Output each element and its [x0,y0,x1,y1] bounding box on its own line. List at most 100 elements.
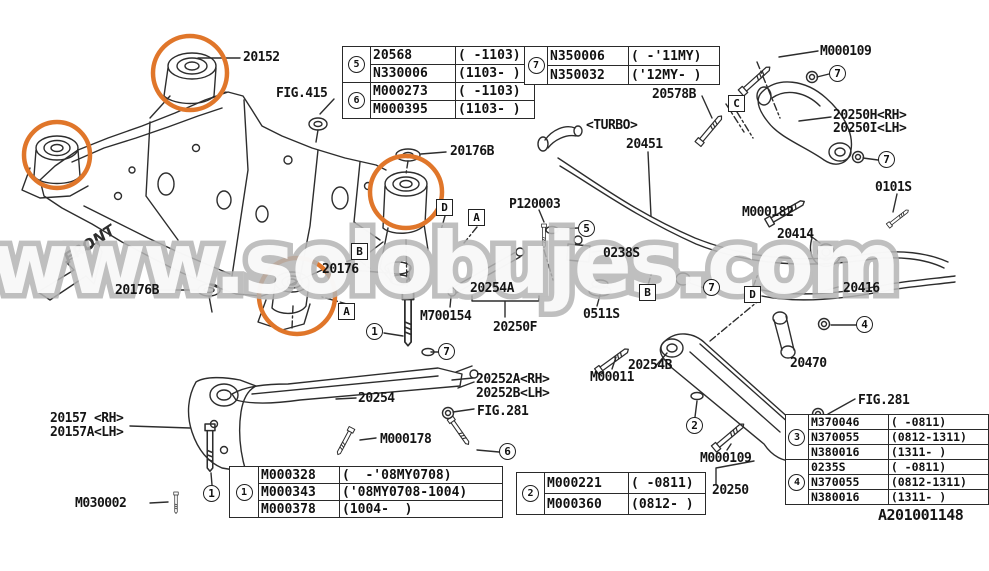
date-range-cell: ('12MY- ) [628,65,720,85]
label-0101S: 0101S [875,180,912,195]
callout-badge-7: 7 [829,65,846,82]
table-row: 6 M000273( -1103) [342,82,535,119]
highlight-circle [367,153,445,231]
label-20176B-left: 20176B [115,283,159,298]
label-M000182: M000182 [742,205,794,220]
part-number-cell: N370055 [807,474,889,490]
leader-lines [129,50,898,504]
callout-badge-7: 7 [703,279,720,296]
label-turbo: <TURBO> [586,118,638,133]
label-20470: 20470 [790,356,827,371]
mount-point-badge-B: B [639,284,656,301]
date-range-cell: ( -0811) [628,472,706,494]
badge-cell: 2 [516,472,545,515]
label-20250F: 20250F [493,320,537,335]
label-20254A: 20254A [470,281,514,296]
table-row: N350032('12MY- ) [525,65,720,85]
table-row: N380016(1311- ) [786,489,989,505]
part-number-cell: M000378 [258,500,340,518]
table-badge-4: 4 [788,473,806,491]
date-range-cell: (1311- ) [887,489,989,505]
part-number-cell: N330006 [370,64,456,83]
table-badge-6: 6 [348,92,365,109]
date-range-cell: (1004- ) [339,500,503,518]
label-M000109-lower: M000109 [700,451,752,466]
part-number-cell: N380016 [807,444,889,460]
label-fig-281-left: FIG.281 [477,404,529,419]
trailing-arm [209,247,612,420]
callout-badge-4: 4 [856,316,873,333]
mount-point-badge-C: C [728,95,745,112]
callout-badge-5: 5 [578,220,595,237]
date-range-cell: ( -1103) [455,82,535,101]
badge-cell: 7 [524,46,548,85]
date-range-cell: (0812-1311) [887,474,989,490]
table-row: N370055(0812-1311) [786,474,989,490]
label-0238S: 0238S [603,246,640,261]
label-M700154: M700154 [420,309,472,324]
mount-point-badge-A: A [338,303,355,320]
date-range-cell: ( -'11MY) [628,46,720,66]
label-20578B: 20578B [652,87,696,102]
label-20451: 20451 [626,137,663,152]
label-20416: 20416 [843,281,880,296]
badge-cell: 4 [785,459,809,505]
table-row: M000395(1103- ) [343,100,535,119]
label-fig-281-right: FIG.281 [858,393,910,408]
front-direction-arrow: FRONT [37,220,120,301]
date-range-cell: ( -1103) [455,46,535,65]
table-row: M000378(1004- ) [230,500,503,518]
callout-badge-1: 1 [366,323,383,340]
front-label: FRONT [60,220,119,267]
label-M000109-upper: M000109 [820,44,872,59]
highlight-circle [21,119,93,191]
badge-cell: 1 [229,466,259,518]
table-row: M000360(0812- ) [517,493,706,515]
mount-point-badge-A: A [468,209,485,226]
label-20176: 20176 [322,262,359,277]
label-20176B-center: 20176B [450,144,494,159]
part-number-cell: M000395 [370,100,456,119]
part-number-cell: M000273 [370,82,456,101]
mount-point-badge-B: B [351,243,368,260]
part-number-cell: N350032 [547,65,629,85]
label-20157A-LH: 20157A<LH> [50,425,124,440]
table-badge-1: 1 [235,483,253,501]
label-20414: 20414 [777,227,814,242]
date-range-cell: ( -'08MY0708) [339,466,503,484]
callout-badge-6: 6 [499,443,516,460]
label-M000178: M000178 [380,432,432,447]
label-20250: 20250 [712,483,749,498]
date-range-cell: (0812-1311) [887,429,989,445]
highlight-circle [256,255,338,337]
table-badge-2: 2 [522,485,539,502]
upper-control-arm [756,81,853,165]
table-row: N380016(1311- ) [786,444,989,460]
label-20152: 20152 [243,50,280,65]
label-20157-RH: 20157 <RH> [50,411,124,426]
mount-point-badge-D: D [744,286,761,303]
badge-cell: 6 [342,82,371,119]
part-number-cell: 20568 [370,46,456,65]
callout-badge-1: 1 [203,485,220,502]
construction-lines [291,61,781,342]
label-20250H-RH: 20250H<RH> [833,108,907,123]
highlight-circles [21,33,445,337]
date-range-cell: ('08MY0708-1004) [339,483,503,501]
part-number-cell: N350006 [547,46,629,66]
part-number-cell: M000221 [544,472,629,494]
table-row: 2 M000221( -0811) [516,472,706,515]
callout-badge-2: 2 [686,417,703,434]
part-number-cell: M370046 [807,414,889,430]
stabilizer-bar [537,125,956,359]
rear-subframe [21,52,429,331]
callout-badge-7: 7 [438,343,455,360]
part-number-cell: N370055 [807,429,889,445]
label-P120003: P120003 [509,197,561,212]
